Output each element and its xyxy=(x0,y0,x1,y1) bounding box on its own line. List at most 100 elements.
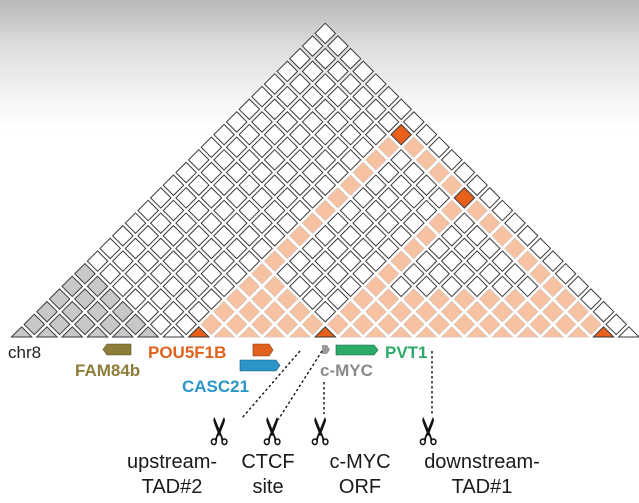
contact-cell-tad xyxy=(288,326,312,338)
contact-cell-empty xyxy=(428,136,451,159)
contact-cell-empty xyxy=(415,275,438,298)
contact-cell-empty xyxy=(428,262,451,285)
contact-cell-empty xyxy=(213,174,235,197)
contact-cell-empty xyxy=(402,111,425,133)
contact-cell-tad xyxy=(377,136,400,159)
scissors-icon: ✂ xyxy=(300,415,343,447)
contact-cell-empty xyxy=(124,262,147,285)
contact-cell-empty xyxy=(137,224,160,247)
contact-cell-tad xyxy=(415,225,438,247)
contact-cell-empty xyxy=(339,148,362,171)
contact-cell-empty xyxy=(251,237,273,260)
contact-cell-empty xyxy=(111,250,134,273)
contact-cell-empty xyxy=(314,123,337,146)
contact-cell-empty xyxy=(466,174,488,197)
contact-cell-tad xyxy=(276,288,299,310)
contact-cell-empty xyxy=(415,174,438,197)
contact-cell-empty xyxy=(263,174,286,197)
contact-cell-empty xyxy=(251,186,273,209)
contact-cell-empty xyxy=(111,275,134,298)
contact-cell-gray xyxy=(61,275,84,298)
contact-cell-empty xyxy=(225,237,248,260)
contact-cell-empty xyxy=(440,224,463,247)
contact-cell-tad xyxy=(529,288,552,310)
contact-cell-empty xyxy=(364,174,387,197)
contact-cell-tad xyxy=(263,275,286,298)
contact-cell-highlight xyxy=(453,186,476,209)
contact-cell-empty xyxy=(175,262,198,285)
contact-cell-tad xyxy=(212,326,236,338)
contact-cell-empty xyxy=(377,161,400,184)
contact-cell-tad xyxy=(554,313,577,336)
contact-cell-tad xyxy=(251,288,273,310)
contact-cell-tad xyxy=(428,313,450,336)
contact-cell-gray xyxy=(73,288,96,310)
scissors-icon: ✂ xyxy=(408,415,451,447)
contact-cell-empty xyxy=(213,199,235,222)
contact-cell-empty xyxy=(99,262,122,285)
contact-cell-gray xyxy=(35,326,59,338)
contact-cell-empty xyxy=(289,199,311,222)
target-label-c-myc-orf: c-MYC ORF xyxy=(320,450,400,500)
contact-cell-empty xyxy=(238,123,261,146)
contact-cell-empty xyxy=(213,250,235,273)
contact-cell-tad xyxy=(542,275,564,298)
contact-cell-empty xyxy=(314,250,337,273)
contact-cell-empty xyxy=(137,199,160,222)
gene-label-fam84b: FAM84b xyxy=(75,361,141,380)
contact-cell-tad xyxy=(403,136,425,159)
contact-cell-empty xyxy=(289,47,311,70)
contact-cell-empty xyxy=(276,60,299,83)
contact-cell-empty xyxy=(124,288,147,310)
contact-cell-tad xyxy=(466,199,488,222)
contact-cell-tad xyxy=(364,326,388,338)
contact-cell-empty xyxy=(339,73,362,95)
contact-cell-gray xyxy=(86,275,109,298)
contact-cell-empty xyxy=(339,250,362,273)
contact-cell-empty xyxy=(301,288,324,310)
contact-cell-empty xyxy=(276,262,299,285)
contact-cell-empty xyxy=(86,250,109,273)
contact-cell-empty xyxy=(263,98,286,121)
contact-cell-empty xyxy=(200,136,223,159)
contact-cell-empty xyxy=(213,148,235,171)
contact-cell-empty xyxy=(238,174,261,197)
contact-cell-gray xyxy=(111,326,135,338)
contact-cell-empty xyxy=(149,313,172,336)
contact-cell-empty xyxy=(187,275,210,298)
contact-cell-empty xyxy=(213,275,235,298)
target-label-line: downstream- xyxy=(424,451,540,473)
contact-cell-empty xyxy=(301,85,324,108)
contact-cell-empty xyxy=(187,174,210,197)
gene-label-pou5f1b: POU5F1B xyxy=(148,343,227,362)
contact-cell-tad xyxy=(478,212,501,234)
contact-cell-tad xyxy=(516,250,539,272)
contact-cell-empty xyxy=(149,212,172,235)
contact-cell-empty xyxy=(402,161,425,184)
contact-cell-highlight xyxy=(187,326,211,338)
contact-cell-tad xyxy=(478,288,501,310)
contact-cell-empty xyxy=(326,237,349,260)
contact-cell-empty xyxy=(238,199,261,222)
gene-label-casc21: CASC21 xyxy=(182,377,250,396)
contact-cell-empty xyxy=(567,275,590,298)
contact-cell-empty xyxy=(377,186,400,209)
contact-cell-empty xyxy=(339,47,362,70)
chromosome-label: chr8 xyxy=(8,343,42,362)
scissors-icon: ✂ xyxy=(199,415,242,447)
contact-cell-empty xyxy=(175,313,198,336)
contact-cell-tad xyxy=(415,326,438,338)
contact-cell-empty xyxy=(175,212,198,235)
contact-cell-tad xyxy=(491,225,514,247)
contact-cell-tad xyxy=(504,288,526,310)
contact-cell-empty xyxy=(516,275,539,298)
contact-cell-tad xyxy=(213,300,235,323)
contact-cell-empty xyxy=(415,123,438,146)
contact-cell-tad xyxy=(504,313,526,336)
contact-cell-tad xyxy=(453,288,476,310)
contact-cell-empty xyxy=(326,288,349,310)
contact-cell-tad xyxy=(225,313,248,336)
contact-cell-empty xyxy=(200,186,223,209)
contact-cell-tad xyxy=(390,300,412,323)
contact-cell-empty xyxy=(187,148,210,171)
